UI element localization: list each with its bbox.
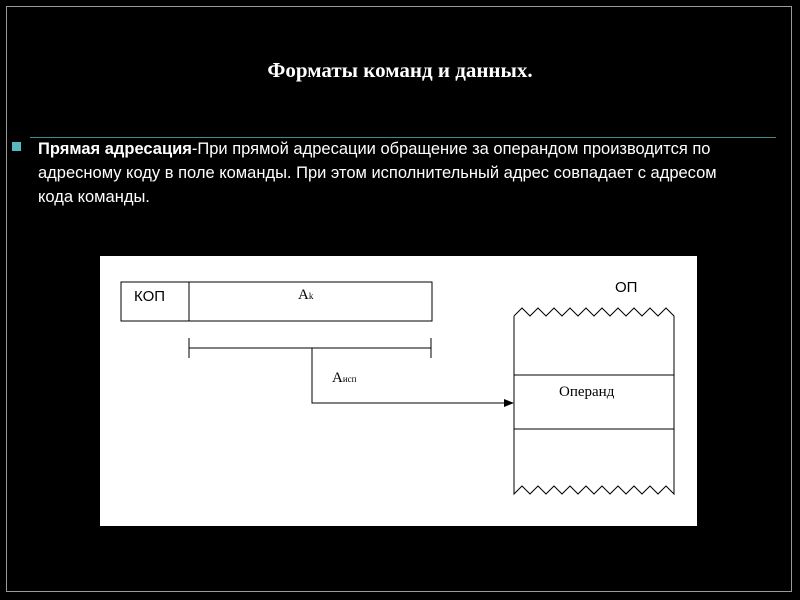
aisp-main: А (332, 370, 343, 386)
arrow-head-icon (504, 399, 514, 407)
body-separator: - (191, 140, 198, 158)
bullet-icon (12, 142, 21, 151)
ak-label: Аk (298, 287, 313, 304)
slide-title: Форматы команд и данных. (267, 58, 533, 82)
ak-subscript: k (308, 291, 314, 301)
command-register-box (120, 281, 433, 322)
body-lead-term: Прямая адресация (38, 140, 192, 158)
body-paragraph: Прямая адресация-При прямой адресации об… (38, 137, 738, 209)
aisp-label: Аисп (332, 370, 356, 387)
body-text: При прямой адресации обращение за операн… (38, 140, 717, 206)
op-label: ОП (615, 279, 638, 296)
ak-main: А (298, 287, 309, 303)
aisp-subscript: исп (342, 374, 357, 384)
slide-frame (6, 6, 792, 592)
kop-label: КОП (134, 288, 166, 305)
addressing-diagram: КОП Аk Аисп ОП Операнд (100, 256, 697, 526)
diagram-drawing (120, 281, 675, 496)
memory-block-outline (513, 307, 675, 496)
operand-label: Операнд (559, 384, 615, 400)
title-divider (30, 137, 776, 138)
address-pointer-line (311, 348, 510, 404)
